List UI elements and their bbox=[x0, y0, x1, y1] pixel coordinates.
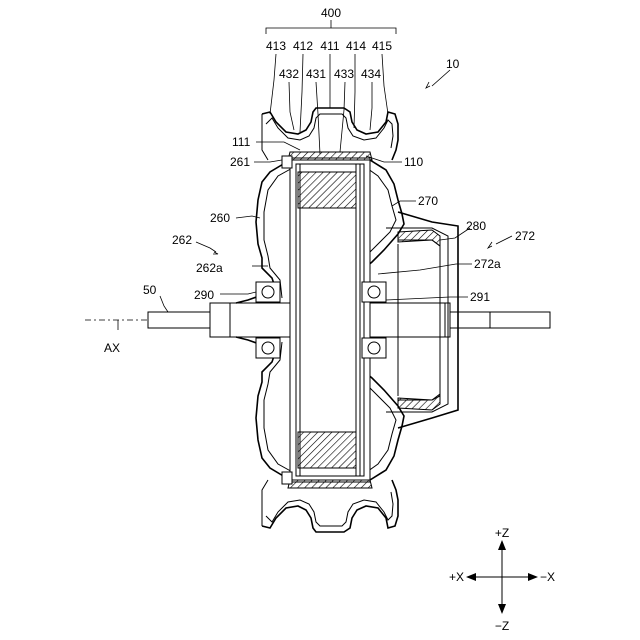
label-ax: AX bbox=[104, 341, 120, 355]
label-434: 434 bbox=[361, 67, 381, 81]
label-432: 432 bbox=[279, 67, 299, 81]
label-414: 414 bbox=[346, 39, 366, 53]
axis-label-plus-z: +Z bbox=[495, 526, 509, 540]
label-110: 110 bbox=[404, 155, 423, 169]
label-260: 260 bbox=[210, 211, 230, 225]
label-272: 272 bbox=[515, 229, 535, 243]
label-433: 433 bbox=[334, 67, 354, 81]
axis-label-plus-x: +X bbox=[449, 570, 464, 584]
label-262: 262 bbox=[172, 233, 192, 247]
label-50: 50 bbox=[143, 283, 157, 297]
label-415: 415 bbox=[372, 39, 392, 53]
label-413: 413 bbox=[266, 39, 286, 53]
axis-label-minus-x: −X bbox=[540, 570, 555, 584]
axis-indicator: +Z −Z +X −X bbox=[449, 526, 555, 633]
label-10: 10 bbox=[446, 57, 460, 71]
label-272a: 272a bbox=[474, 257, 501, 271]
label-270: 270 bbox=[418, 194, 438, 208]
label-290: 290 bbox=[194, 288, 214, 302]
label-261: 261 bbox=[230, 155, 250, 169]
label-280: 280 bbox=[466, 219, 486, 233]
label-291: 291 bbox=[470, 290, 490, 304]
label-431: 431 bbox=[306, 67, 326, 81]
label-411: 411 bbox=[320, 39, 339, 53]
label-111: 111 bbox=[232, 135, 251, 149]
label-412: 412 bbox=[293, 39, 313, 53]
axis-label-minus-z: −Z bbox=[495, 619, 509, 633]
label-262a: 262a bbox=[196, 261, 223, 275]
label-400: 400 bbox=[321, 6, 341, 20]
stator-110 bbox=[282, 152, 372, 488]
